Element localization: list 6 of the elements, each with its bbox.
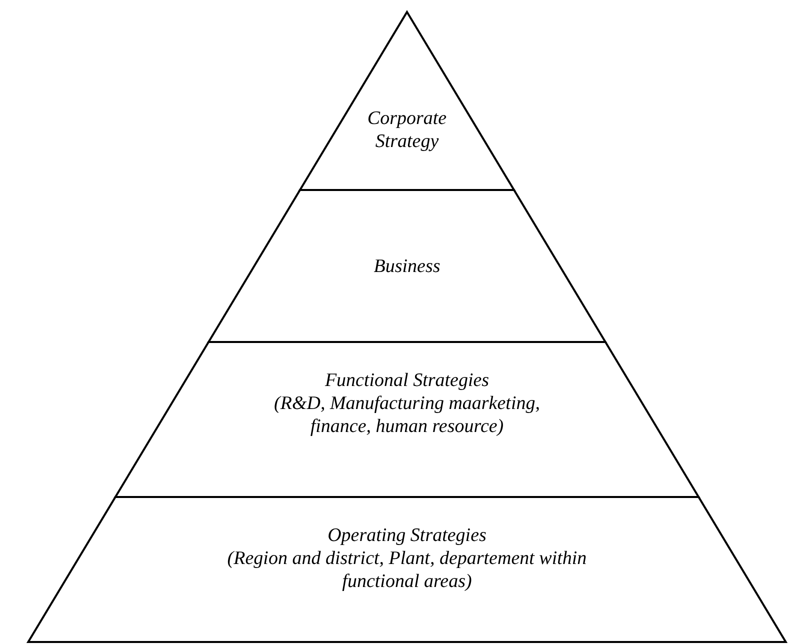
tier-label: (Region and district, Plant, departement within functional areas) [226,548,588,594]
tier-label: Operating Strategies [328,525,486,548]
tier-label: Corporate Strategy [366,108,448,154]
tier-label: Business [374,256,440,279]
tier-label: (R&D, Manufacturing maarketing, finance, human resource) [273,392,541,438]
tier-label: Functional Strategies [324,370,490,393]
